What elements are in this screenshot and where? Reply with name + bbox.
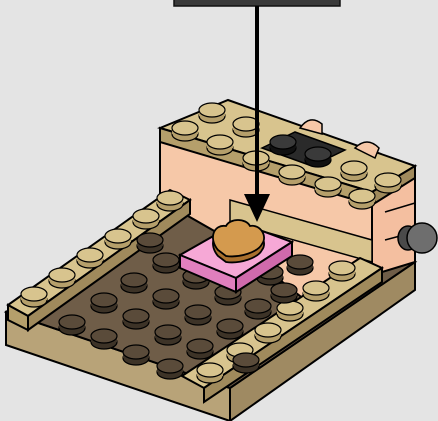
gray-knob bbox=[398, 223, 437, 253]
heart-tile bbox=[213, 220, 264, 262]
callout-box bbox=[174, 0, 340, 6]
